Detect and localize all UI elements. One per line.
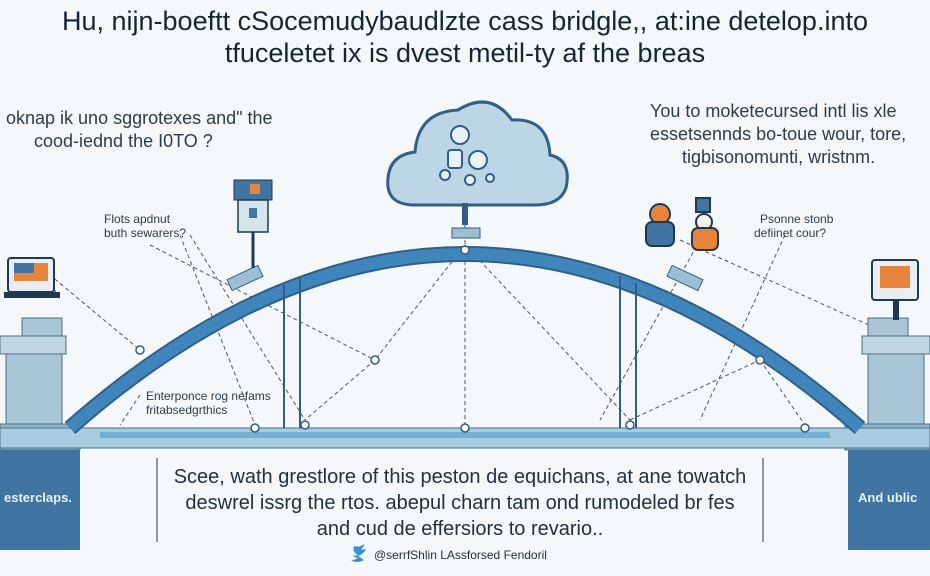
left-small-label-line-1: Flots apdnut	[104, 212, 171, 226]
monitor-icon	[871, 259, 919, 320]
bottom-text-line-3: and cud de effersiors to revario..	[316, 518, 604, 540]
right-note-line-3: tigbisonomunti, wristnm.	[682, 147, 876, 167]
arch-joint-left	[226, 264, 264, 292]
arch-joint-right	[666, 264, 704, 292]
mid-label-line-1: Enterponce rog nefams	[146, 389, 271, 403]
server-panel-icon	[233, 179, 273, 268]
footer-handle[interactable]: @serrfShlin LAssforsed Fendoril	[374, 548, 547, 562]
right-small-label-line-1: Psonne stonb	[760, 212, 834, 226]
left-pier-label: esterclaps.	[4, 490, 72, 505]
right-note-line-1: You to moketecursed intl lis xle	[650, 101, 897, 121]
right-small-label-line-2: defiinet cour?	[754, 226, 827, 240]
bottom-text-box: Scee, wath grestlore of this peston de e…	[157, 455, 763, 547]
twitter-icon	[351, 544, 366, 562]
text-box-frame	[156, 458, 764, 542]
laptop-icon	[4, 257, 60, 298]
bottom-text-line-1: Scee, wath grestlore of this peston de e…	[173, 466, 747, 488]
arch-joint-top	[451, 227, 481, 239]
right-note-line-2: essetsennds bo-toue wour, tore,	[650, 124, 907, 144]
title-line-1: Hu, nijn-boeftt cSocemudybaudlzte cass b…	[62, 6, 868, 36]
cloud-icon	[386, 100, 569, 225]
right-pier-label: And ublic	[858, 490, 918, 505]
deck-nodes	[135, 245, 810, 433]
bottom-text-line-2: deswrel issrg the rtos. abepul charn tam…	[185, 492, 735, 514]
hangers	[283, 276, 637, 428]
mid-label-line-2: fritabsedgrthics	[146, 403, 228, 417]
users-icon	[645, 197, 719, 251]
left-note-line-2: cood-iednd the I0TO ?	[34, 131, 213, 151]
deck-stripe	[100, 432, 830, 438]
left-small-label-line-2: buth sewarers?	[104, 226, 187, 240]
left-note-line-1: oknap ik uno sggrotexes and" the	[6, 108, 273, 128]
title-line-2: tfuceletet ix is dvest metil-ty af the b…	[224, 38, 706, 68]
